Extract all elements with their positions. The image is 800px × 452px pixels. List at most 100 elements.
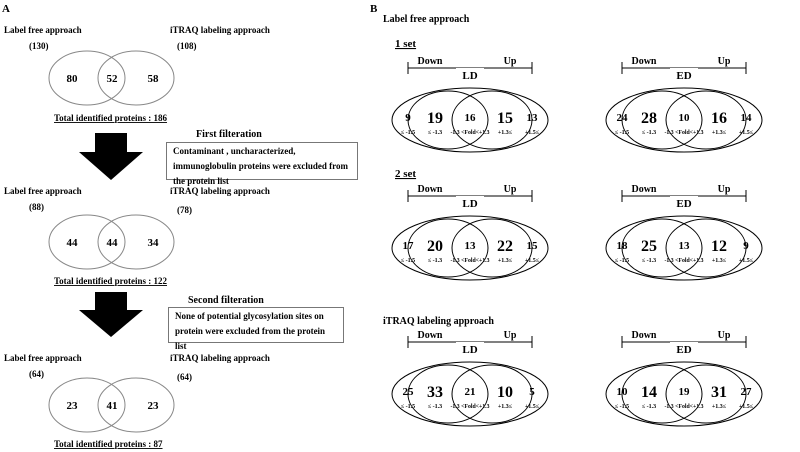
value-down-strong: 25 <box>403 386 415 398</box>
value-up-strong: 9 <box>743 240 749 252</box>
value-up: 15 <box>497 110 513 127</box>
zone-label-unchanged: -1.3 <Fold<+1.3 <box>664 130 703 136</box>
zone-label-down-strong: ≤ -1.5 <box>401 258 415 264</box>
value-unchanged: 21 <box>465 386 476 398</box>
down-ellipse <box>621 218 703 278</box>
venn-stage-2: Label free approach (88) iTRAQ labeling … <box>4 186 270 286</box>
zone-label-down: ≤ -1.3 <box>642 258 656 264</box>
group-label-bg <box>456 68 484 82</box>
zone-label-down: ≤ -1.3 <box>642 130 656 136</box>
filter-box-second: None of potential glycosylation sites on… <box>168 307 344 351</box>
section-title-itraq: iTRAQ labeling approach <box>383 316 494 327</box>
zone-label-unchanged: -1.3 <Fold<+1.3 <box>450 130 489 136</box>
zone-label-up: +1.3≤ <box>712 130 727 136</box>
filter-arrow-icon <box>79 292 143 337</box>
group-label: ED <box>676 198 691 210</box>
venn-left-only: 23 <box>67 400 79 412</box>
down-ellipse <box>407 218 489 278</box>
down-ellipse <box>407 90 489 150</box>
down-ellipse <box>621 364 703 424</box>
outer-ellipse <box>391 87 549 153</box>
outer-ellipse <box>605 87 763 153</box>
venn-right-only: 58 <box>148 73 160 85</box>
value-unchanged: 13 <box>679 240 691 252</box>
left-approach-count: (88) <box>29 202 44 212</box>
up-label: Up <box>504 56 517 67</box>
up-ellipse <box>451 90 533 150</box>
down-label: Down <box>417 330 442 341</box>
value-up: 12 <box>711 238 727 255</box>
right-approach-count: (64) <box>177 372 192 382</box>
left-approach-count: (64) <box>29 369 44 379</box>
value-down-strong: 9 <box>405 112 411 124</box>
zone-label-unchanged: -1.3 <Fold<+1.3 <box>664 258 703 264</box>
outer-ellipse <box>391 215 549 281</box>
down-ellipse <box>621 90 703 150</box>
left-approach-name: Label free approach <box>4 25 82 35</box>
venn-right-only: 34 <box>148 237 160 249</box>
zone-label-up-strong: +1.5≤ <box>739 130 754 136</box>
group-label-bg <box>670 342 698 356</box>
group-label-bg <box>670 196 698 210</box>
value-up: 16 <box>711 110 727 127</box>
value-down: 14 <box>641 384 657 401</box>
left-approach-name: Label free approach <box>4 353 82 363</box>
zone-label-up-strong: +1.5≤ <box>739 404 754 410</box>
group-label-bg <box>456 342 484 356</box>
total-proteins: Total identified proteins : 186 <box>54 113 168 123</box>
group-label-bg <box>456 196 484 210</box>
value-up: 31 <box>711 384 727 401</box>
venn-left-circle <box>48 214 126 270</box>
zone-label-down-strong: ≤ -1.5 <box>615 258 629 264</box>
venn-right-circle <box>97 50 175 106</box>
down-ellipse <box>407 364 489 424</box>
total-proteins: Total identified proteins : 122 <box>54 276 168 286</box>
venn-stage-3: Label free approach (64) iTRAQ labeling … <box>4 353 270 449</box>
filter-text: None of potential glycosylation sites on… <box>175 311 326 351</box>
down-label: Down <box>631 56 656 67</box>
value-unchanged: 16 <box>465 112 477 124</box>
venn-left-only: 80 <box>67 73 79 85</box>
value-down: 20 <box>427 238 443 255</box>
down-label: Down <box>631 330 656 341</box>
up-label: Up <box>718 184 731 195</box>
value-unchanged: 19 <box>679 386 691 398</box>
group-label: ED <box>676 70 691 82</box>
group-label: LD <box>462 198 477 210</box>
panel-b-title: Label free approach <box>383 14 470 25</box>
up-ellipse <box>451 218 533 278</box>
up-label: Up <box>718 330 731 341</box>
up-label: Up <box>718 56 731 67</box>
section-title-set1: 1 set <box>395 38 416 50</box>
panel-b-label: B <box>370 3 378 15</box>
venn-overlap: 41 <box>107 400 118 412</box>
up-label: Up <box>504 330 517 341</box>
right-approach-name: iTRAQ labeling approach <box>170 186 270 196</box>
total-proteins: Total identified proteins : 87 <box>54 439 163 449</box>
group-label-bg <box>670 68 698 82</box>
venn-left-only: 44 <box>67 237 79 249</box>
value-up: 22 <box>497 238 513 255</box>
up-ellipse <box>665 364 747 424</box>
zone-label-down: ≤ -1.3 <box>428 258 442 264</box>
up-ellipse <box>665 90 747 150</box>
venn-overlap: 44 <box>107 237 119 249</box>
right-approach-count: (78) <box>177 205 192 215</box>
group-label: ED <box>676 344 691 356</box>
panel-a-label: A <box>2 3 10 15</box>
value-down: 33 <box>427 384 443 401</box>
zone-label-up: +1.3≤ <box>498 130 513 136</box>
zone-label-down-strong: ≤ -1.5 <box>615 404 629 410</box>
zone-label-up-strong: +1.5≤ <box>739 258 754 264</box>
outer-ellipse <box>605 361 763 427</box>
value-down: 19 <box>427 110 443 127</box>
group-label: LD <box>462 344 477 356</box>
right-approach-count: (108) <box>177 41 197 51</box>
down-label: Down <box>417 56 442 67</box>
venn-right-circle <box>97 377 175 433</box>
value-unchanged: 13 <box>465 240 477 252</box>
filter-box-first: Contaminant , uncharacterized, immunoglo… <box>166 142 358 186</box>
value-down-strong: 18 <box>617 240 629 252</box>
outer-ellipse <box>605 215 763 281</box>
